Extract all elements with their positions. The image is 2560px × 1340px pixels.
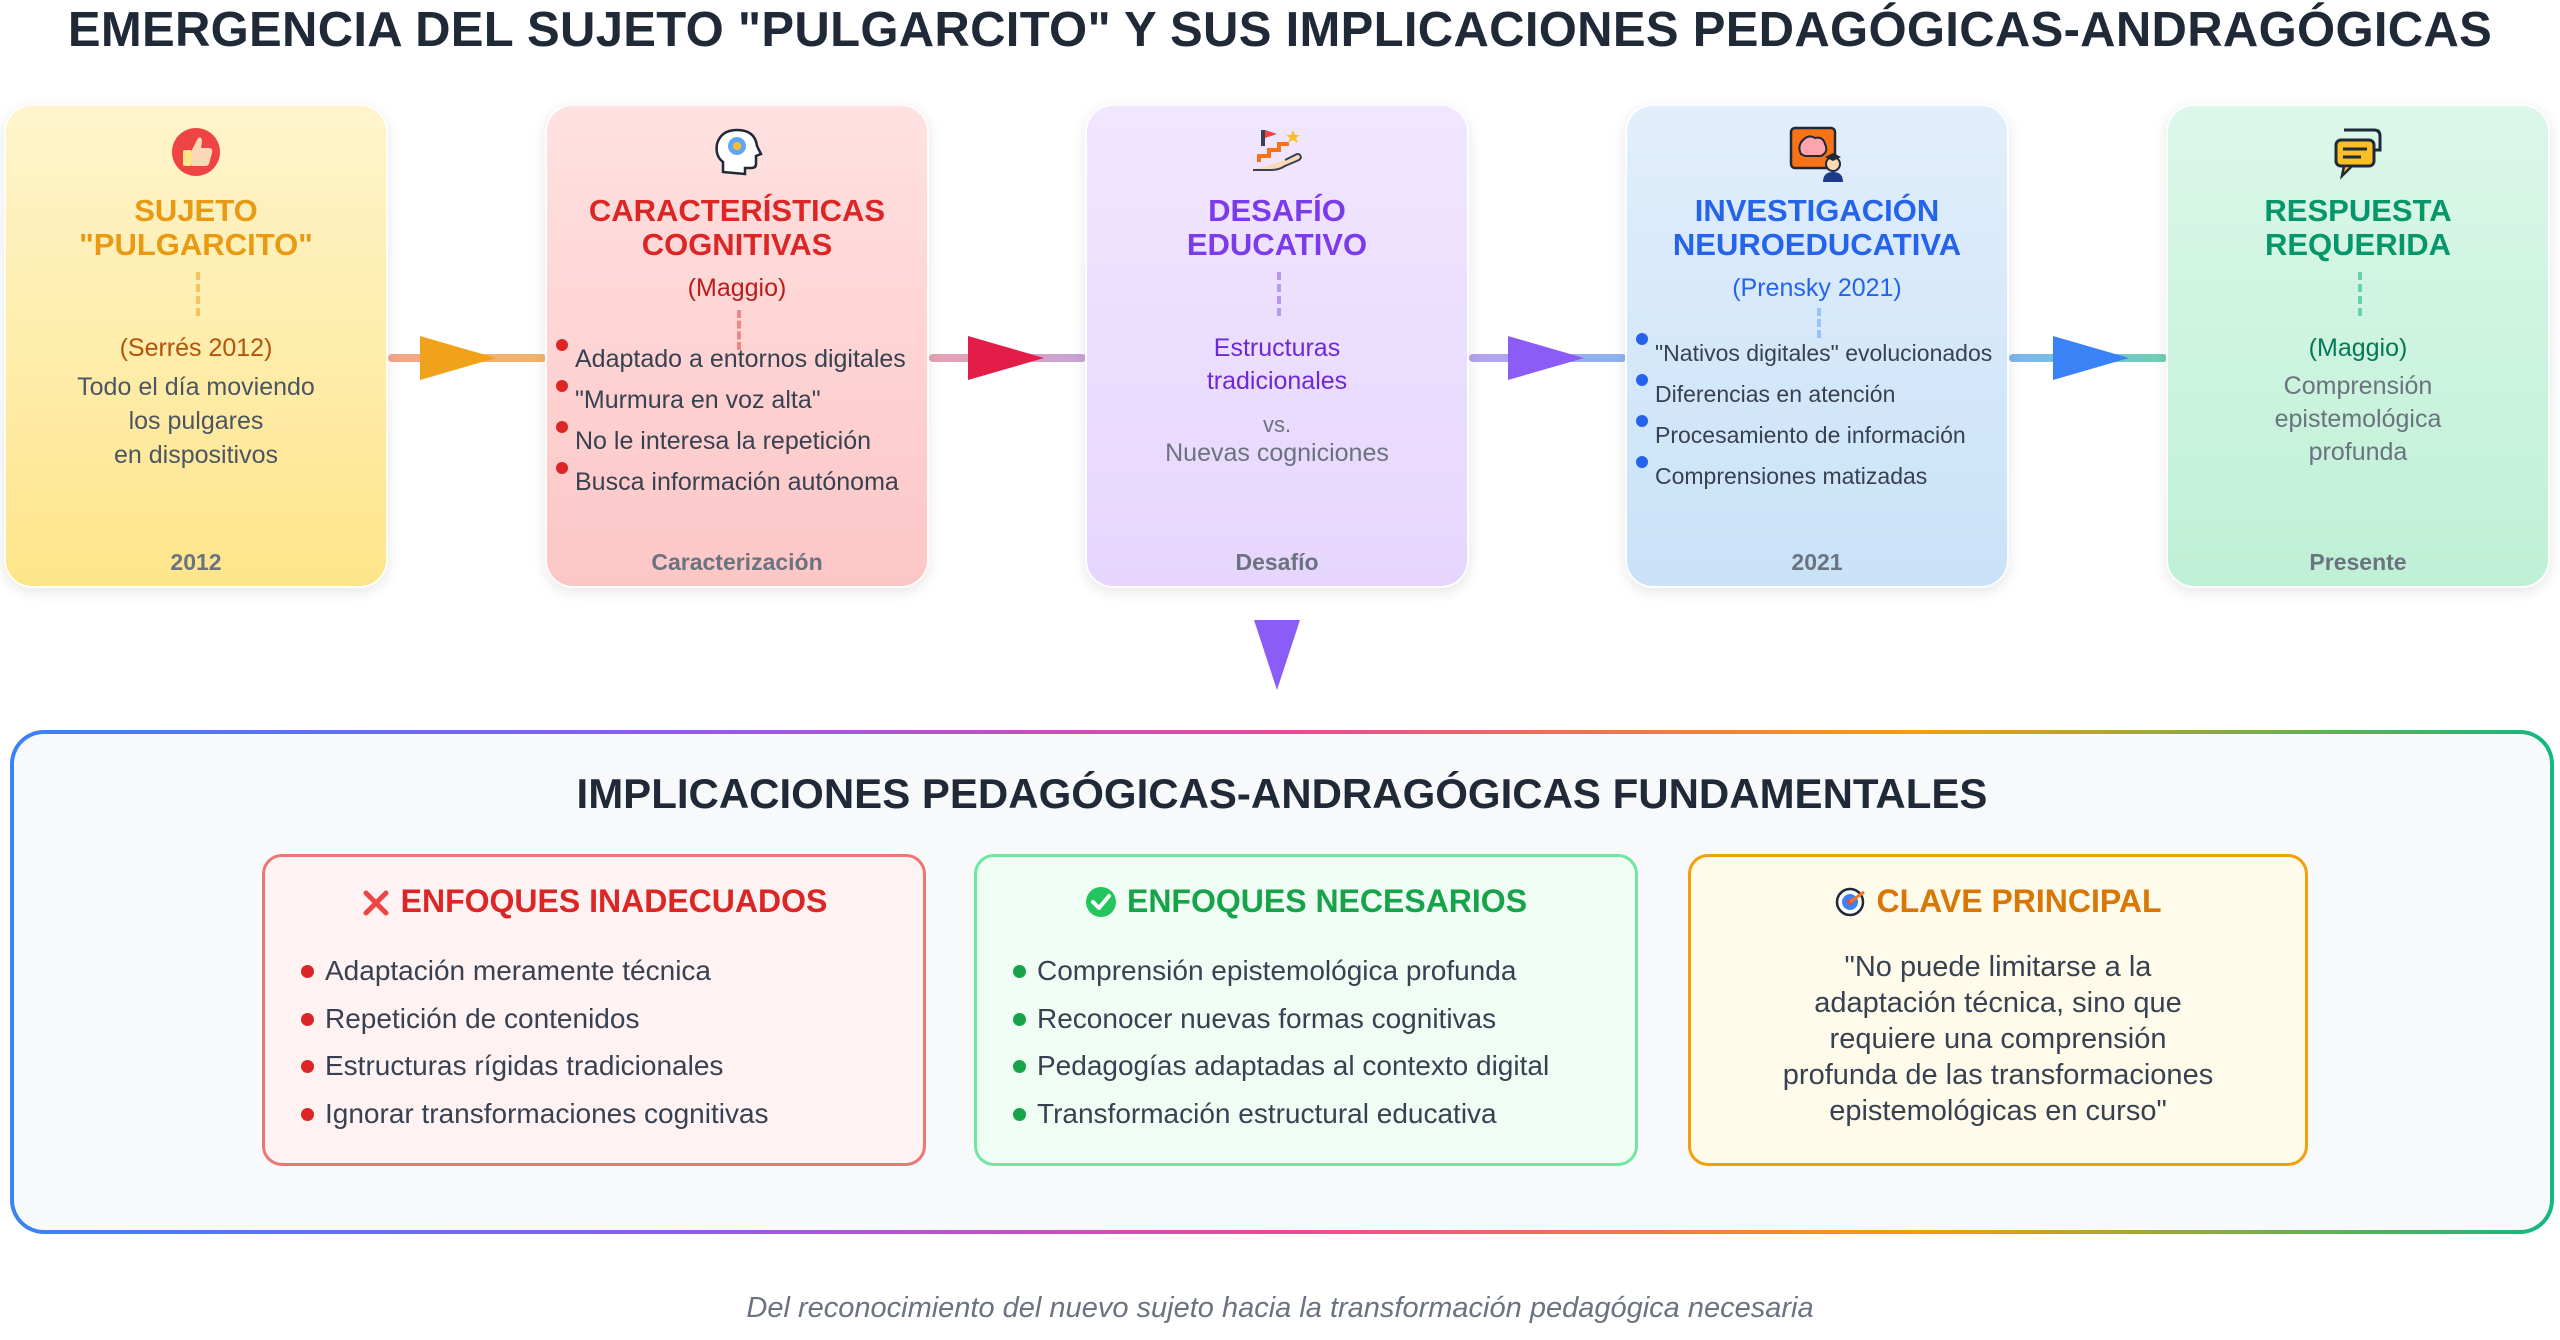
arrow-2-icon (968, 336, 1044, 380)
card-footer: Caracterización (651, 549, 823, 575)
necessary-list: Comprensión epistemológica profunda Reco… (1011, 947, 1549, 1137)
brain-head-icon (547, 124, 927, 184)
list-item: Ignorar transformaciones cognitivas (299, 1090, 769, 1138)
card-citation: (Maggio) (2308, 334, 2408, 362)
card-body: Comprensión epistemológica profunda (2274, 372, 2442, 466)
implications-title: IMPLICACIONES PEDAGÓGICAS-ANDRAGÓGICAS F… (576, 770, 1988, 817)
key-principle-heading: CLAVE PRINCIPAL (1691, 883, 2305, 920)
inadequate-list: Adaptación meramente técnica Repetición … (299, 947, 769, 1137)
list-item: Adaptación meramente técnica (299, 947, 769, 995)
arrow-1-icon (420, 336, 496, 380)
card-citation: (Maggio) (687, 274, 787, 302)
list-item: Pedagogías adaptadas al contexto digital (1011, 1042, 1549, 1090)
necessary-approaches-box: ENFOQUES NECESARIOS Comprensión epistemo… (974, 854, 1638, 1166)
list-item: No le interesa la repetición (555, 421, 906, 462)
card-body: Estructuras tradicionales (1206, 334, 1348, 395)
implications-panel: IMPLICACIONES PEDAGÓGICAS-ANDRAGÓGICAS F… (10, 730, 2554, 1234)
list-item: Procesamiento de información (1635, 415, 1992, 456)
neuro-research-icon (1627, 124, 2007, 184)
list-item: Busca información autónoma (555, 462, 906, 503)
list-item: Diferencias en atención (1635, 374, 1992, 415)
check-circle-icon (1085, 887, 1116, 917)
card-footer: Presente (2309, 549, 2407, 575)
list-item: Comprensión epistemológica profunda (1011, 947, 1549, 995)
card-body-secondary: Nuevas cogniciones (1165, 439, 1389, 467)
card-title: SUJETO"PULGARCITO" (79, 193, 313, 262)
arrow-4-icon (2053, 336, 2129, 380)
key-principle-box: CLAVE PRINCIPAL "No puede limitarse a la… (1688, 854, 2308, 1166)
inadequate-approaches-box: ENFOQUES INADECUADOS Adaptación merament… (262, 854, 926, 1166)
card-footer: 2021 (1791, 549, 1843, 575)
chat-bubbles-icon (2168, 124, 2548, 184)
card-citation: (Prensky 2021) (1732, 274, 1902, 302)
inadequate-approaches-heading: ENFOQUES INADECUADOS (265, 883, 923, 920)
thumbs-up-icon (6, 124, 386, 184)
card-body: Todo el día moviendo los pulgares en dis… (77, 373, 315, 469)
list-item: Adaptado a entornos digitales (555, 339, 906, 380)
cross-icon (363, 890, 389, 916)
key-principle-quote: "No puede limitarse a la adaptación técn… (1782, 951, 2214, 1127)
diagram-title: EMERGENCIA DEL SUJETO "PULGARCITO" Y SUS… (67, 3, 2493, 57)
list-item: Estructuras rígidas tradicionales (299, 1042, 769, 1090)
card-footer: 2012 (170, 549, 222, 575)
arrow-3-icon (1508, 336, 1584, 380)
step-card-sujeto: SUJETO"PULGARCITO" (Serrés 2012) Todo el… (4, 104, 388, 588)
down-arrow-icon (1254, 620, 1300, 690)
card-vs: vs. (1262, 412, 1292, 437)
list-item: Transformación estructural educativa (1011, 1090, 1549, 1138)
footer-caption: Del reconocimiento del nuevo sujeto haci… (746, 1292, 1814, 1324)
card-footer: Desafío (1235, 549, 1319, 575)
necessary-approaches-heading: ENFOQUES NECESARIOS (977, 883, 1635, 920)
hand-stairs-icon (1087, 124, 1467, 184)
card-citation: (Serrés 2012) (119, 334, 273, 362)
list-item: Reconocer nuevas formas cognitivas (1011, 995, 1549, 1043)
list-item: Repetición de contenidos (299, 995, 769, 1043)
card-bullet-list: "Nativos digitales" evolucionados Difere… (1635, 333, 1992, 497)
card-bullet-list: Adaptado a entornos digitales "Murmura e… (555, 339, 906, 503)
list-item: Comprensiones matizadas (1635, 456, 1992, 497)
list-item: "Murmura en voz alta" (555, 380, 906, 421)
list-item: "Nativos digitales" evolucionados (1635, 333, 1992, 374)
target-icon (1836, 887, 1866, 917)
